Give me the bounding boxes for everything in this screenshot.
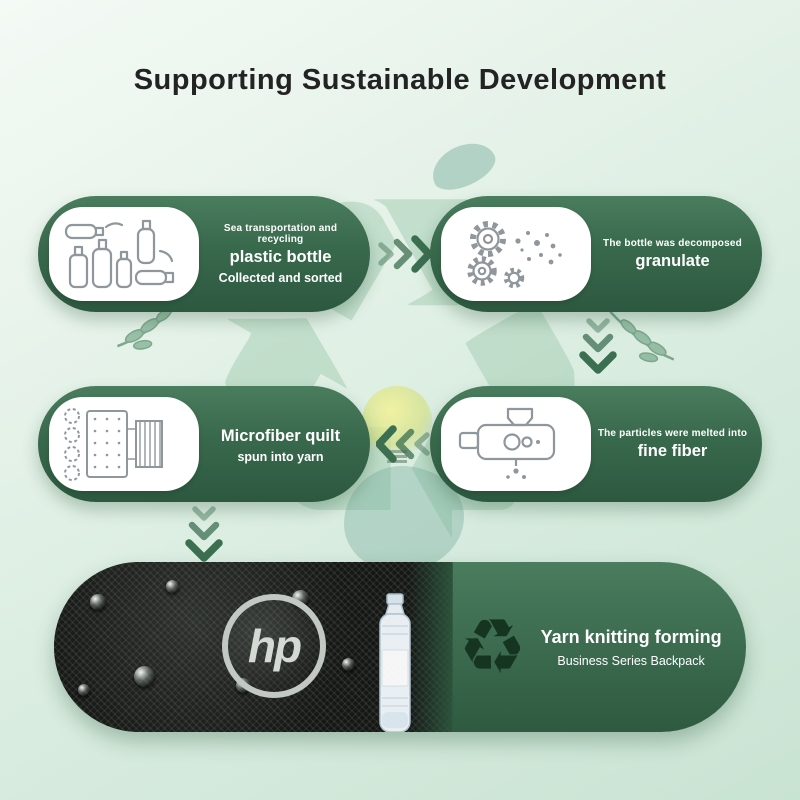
step-card-granulate: The bottle was decomposed granulate <box>430 196 762 312</box>
water-droplet <box>78 684 90 696</box>
step-line-medium: spun into yarn <box>237 450 324 464</box>
step-card-yarn: Microfiber quilt spun into yarn <box>38 386 370 502</box>
final-title: Yarn knitting forming <box>540 626 722 647</box>
gears-granulate-icon <box>467 221 562 289</box>
plastic-bottles-icon <box>64 219 175 289</box>
arrow-left-icon <box>376 425 430 463</box>
water-bottle-image <box>379 593 411 732</box>
final-subtitle: Business Series Backpack <box>557 653 705 668</box>
microfiber-quilt-icon <box>64 408 163 481</box>
step-line-big: fine fiber <box>637 441 708 460</box>
final-text-area: ♻ Yarn knitting forming Business Series … <box>456 562 746 732</box>
arrow-down-icon <box>579 318 617 374</box>
step-text-collect: Sea transportation and recycling plastic… <box>199 223 370 285</box>
final-caption: Yarn knitting forming Business Series Ba… <box>541 627 722 668</box>
leaf-decoration-right <box>609 310 675 363</box>
step-line-medium: Collected and sorted <box>218 271 343 285</box>
water-droplet <box>90 594 106 610</box>
step-line-small: Sea transportation and recycling <box>223 223 338 245</box>
step-icon-plate <box>49 397 199 491</box>
water-droplet <box>134 666 155 687</box>
water-droplet <box>342 658 355 671</box>
arrow-down-icon <box>185 506 223 562</box>
step-line-big: Microfiber quilt <box>220 427 341 445</box>
hp-logo: hp <box>222 594 326 698</box>
melt-extruder-icon <box>458 407 556 479</box>
step-icon-plate <box>441 207 591 301</box>
step-text-fiber: The particles were melted into fine fibe… <box>591 428 762 461</box>
water-droplet <box>166 580 179 593</box>
step-text-yarn: Microfiber quilt spun into yarn <box>199 424 370 464</box>
step-text-granulate: The bottle was decomposed granulate <box>591 238 762 271</box>
step-line-big: plastic bottle <box>229 248 332 266</box>
step-card-collect: Sea transportation and recycling plastic… <box>38 196 370 312</box>
hp-logo-text: hp <box>247 620 302 672</box>
step-icon-plate <box>441 397 591 491</box>
step-line-small: The particles were melted into <box>597 427 748 439</box>
step-line-big: granulate <box>635 251 710 270</box>
step-line-small: The bottle was decomposed <box>603 237 742 249</box>
recycle-icon: ♻ <box>458 601 527 691</box>
final-banner: hp ♻ Yarn knitting forming Business Seri… <box>54 562 746 732</box>
step-icon-plate <box>49 207 199 301</box>
teal-blob-decoration <box>344 466 464 572</box>
arrow-right-icon <box>378 235 432 273</box>
step-card-fiber: The particles were melted into fine fibe… <box>430 386 762 502</box>
page-title: Supporting Sustainable Development <box>133 64 667 96</box>
